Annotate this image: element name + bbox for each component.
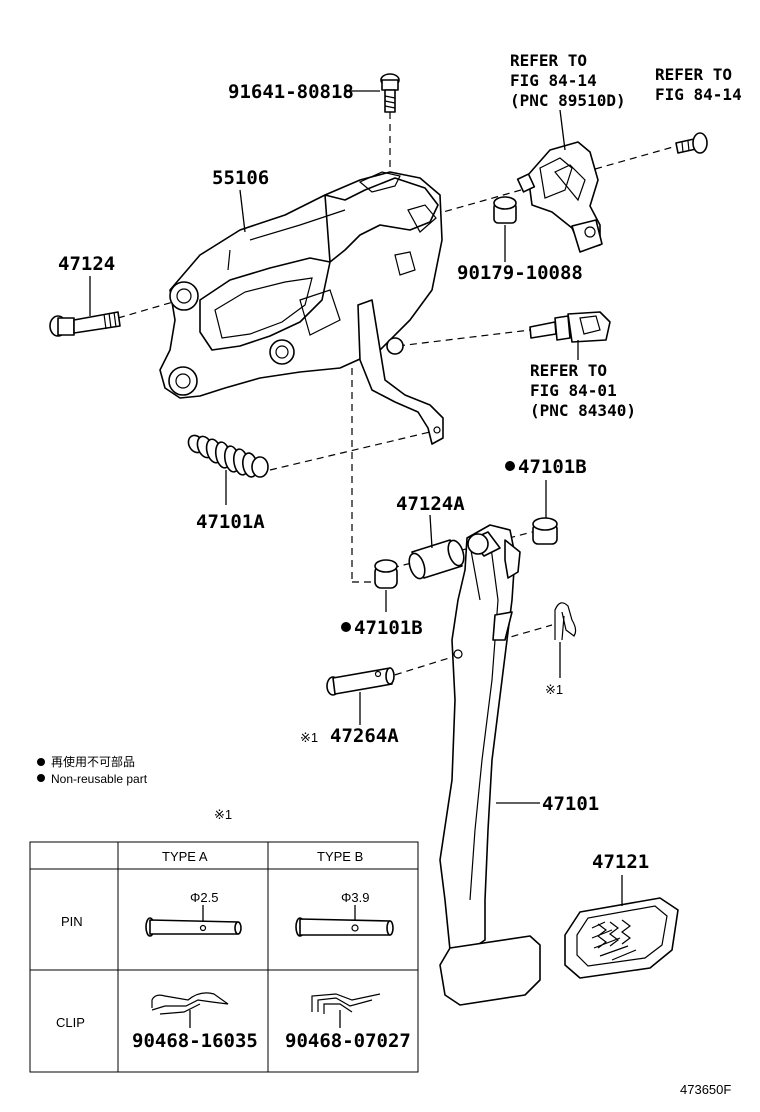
label-clip-mark: ※1 — [545, 682, 563, 697]
clip-drawing — [554, 602, 577, 641]
label-90179-10088: 90179-10088 — [457, 262, 583, 284]
label-47101B-left: 47101B — [354, 617, 423, 639]
pin-type-b-dimension: Φ3.9 — [341, 890, 369, 905]
pedal-bracket-55106-drawing — [159, 171, 444, 445]
label-pin-mark: ※1 — [300, 730, 318, 745]
leader-lines — [89, 90, 623, 906]
pin-type-a-drawing — [145, 905, 242, 937]
label-47264A: 47264A — [330, 725, 399, 747]
bolt-47124-drawing — [49, 311, 121, 337]
refer-fig-84-14-a-line2: FIG 84-14 — [510, 71, 597, 90]
non-reusable-dot-left — [341, 622, 351, 632]
refer-fig-84-14-b-line1: REFER TO — [655, 65, 732, 84]
refer-fig-84-01-line3: (PNC 84340) — [530, 401, 636, 420]
label-47101A: 47101A — [196, 511, 265, 533]
non-reusable-dot-right — [505, 461, 515, 471]
label-91641-80818: 91641-80818 — [228, 81, 354, 103]
refer-fig-84-01-line1: REFER TO — [530, 361, 607, 380]
clip-type-a-part-number: 90468-16035 — [132, 1030, 258, 1052]
pipe-47124A-drawing — [408, 539, 465, 580]
pedal-sensor-drawing — [529, 311, 611, 343]
label-55106: 55106 — [212, 167, 269, 189]
pedal-pad-47121-drawing — [564, 897, 679, 979]
refer-fig-84-14-a-line1: REFER TO — [510, 51, 587, 70]
bushing-47101B-left-drawing — [374, 559, 398, 589]
illustration-code: 473650F — [680, 1082, 731, 1097]
clip-type-b-part-number: 90468-07027 — [285, 1030, 411, 1052]
table-row-pin: PIN — [61, 914, 83, 929]
table-header-type-a: TYPE A — [162, 849, 208, 864]
pin-type-a-dimension: Φ2.5 — [190, 890, 218, 905]
refer-fig-84-14-b-line2: FIG 84-14 — [655, 85, 742, 104]
refer-fig-84-01-line2: FIG 84-01 — [530, 381, 617, 400]
spring-47101A-drawing — [187, 434, 269, 478]
table-mark: ※1 — [214, 807, 232, 822]
legend: 再使用不可部品 Non-reusable part — [37, 754, 148, 786]
label-47101B-right: 47101B — [518, 456, 587, 478]
brake-pedal-47101-drawing — [439, 524, 541, 1006]
pin-47264A-drawing — [326, 667, 395, 696]
collar-90179-10088-drawing — [493, 196, 517, 224]
pin-clip-table: ※1 TYPE A TYPE B PIN CLIP Φ2.5 Φ3.9 — [29, 807, 419, 1073]
bolt-fig-84-14-drawing — [675, 132, 708, 154]
pin-type-b-drawing — [295, 905, 394, 937]
legend-dot-jp — [37, 758, 45, 766]
part-labels: 91641-80818 55106 47124 47101A 90179-100… — [58, 51, 742, 873]
table-header-type-b: TYPE B — [317, 849, 363, 864]
label-47124A: 47124A — [396, 493, 465, 515]
clip-type-b-drawing — [311, 993, 381, 1028]
clip-type-a-drawing — [151, 992, 229, 1028]
label-47121: 47121 — [592, 851, 649, 873]
legend-jp: 再使用不可部品 — [51, 754, 135, 769]
table-row-clip: CLIP — [56, 1015, 85, 1030]
legend-dot-en — [37, 774, 45, 782]
bushing-47101B-right-drawing — [532, 517, 558, 545]
stop-lamp-switch-drawing — [516, 141, 603, 253]
label-47101: 47101 — [542, 793, 599, 815]
legend-en: Non-reusable part — [51, 772, 148, 786]
bolt-91641-80818-drawing — [380, 73, 400, 113]
label-47124: 47124 — [58, 253, 115, 275]
refer-fig-84-14-a-line3: (PNC 89510D) — [510, 91, 626, 110]
